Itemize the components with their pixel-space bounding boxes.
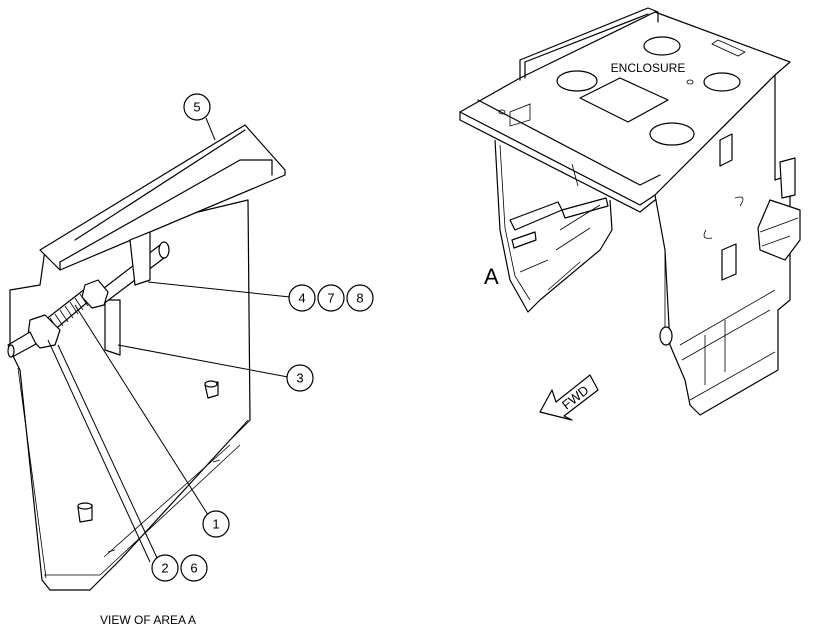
enclosure-door — [494, 139, 613, 313]
enclosure-side-wall — [654, 74, 791, 416]
callout-6: 6 — [180, 554, 208, 582]
callout-7: 7 — [317, 284, 345, 312]
svg-text:6: 6 — [190, 561, 197, 576]
callout-8: 8 — [346, 284, 374, 312]
forward-arrow: FWD — [539, 374, 599, 421]
view-marker: A — [484, 264, 499, 289]
standoff-post — [104, 299, 121, 356]
svg-text:4: 4 — [298, 291, 305, 306]
svg-text:1: 1 — [212, 517, 219, 532]
callout-2: 2 — [151, 554, 179, 582]
view-caption: VIEW OF AREA A — [100, 613, 196, 627]
callout-3: 3 — [286, 364, 314, 392]
wedge-bracket — [39, 124, 286, 271]
svg-text:7: 7 — [327, 291, 334, 306]
svg-text:5: 5 — [193, 100, 200, 115]
hex-nut-inner — [81, 279, 109, 309]
detail-view-a — [7, 124, 286, 591]
callout-1: 1 — [202, 510, 230, 538]
enclosure-label: ENCLOSURE — [611, 61, 686, 75]
svg-text:2: 2 — [161, 561, 168, 576]
leader-lines — [47, 117, 291, 563]
callout-4: 4 — [288, 284, 316, 312]
callout-5: 5 — [183, 93, 211, 121]
svg-text:3: 3 — [296, 371, 303, 386]
svg-text:8: 8 — [356, 291, 363, 306]
enclosure-assembly — [459, 7, 801, 416]
